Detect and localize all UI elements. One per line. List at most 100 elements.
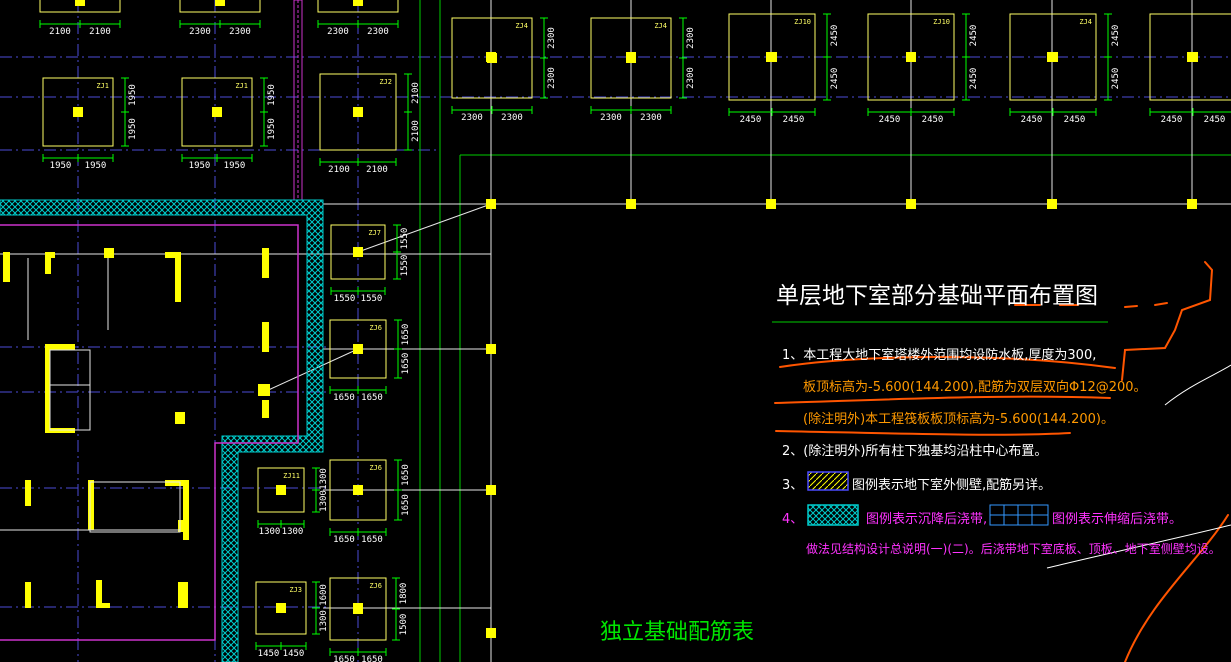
- note-4b: 图例表示伸缩后浇带。: [1052, 512, 1183, 527]
- footing-outline: [1149, 13, 1231, 101]
- grid-column-marker: [486, 628, 496, 638]
- dimension-label: 2450: [740, 115, 762, 125]
- table-title: 独立基础配筋表: [600, 620, 755, 645]
- dimension-label: 1650: [401, 464, 411, 486]
- footing-tag: ZJ6: [369, 324, 382, 332]
- red-markup: [774, 261, 1229, 662]
- dimension-label: 1450: [283, 649, 305, 659]
- dimension-label: 2450: [1111, 25, 1121, 47]
- column-marker: [353, 0, 363, 6]
- dimension-label: 2100: [328, 165, 350, 175]
- dimension-label: 1950: [128, 118, 138, 140]
- dimension-label: 1550: [334, 294, 356, 304]
- dimension-label: 1950: [224, 161, 246, 171]
- dimension-label: 2450: [1204, 115, 1226, 125]
- footing-tag: ZJ3: [289, 586, 302, 594]
- dimension-label: 1550: [361, 294, 383, 304]
- footing-outline: [329, 459, 387, 521]
- dimension-label: 2300: [229, 27, 251, 37]
- dimension-label: 1650: [361, 535, 383, 545]
- dimension-label: 2450: [969, 68, 979, 90]
- basement-wall: [0, 199, 324, 662]
- footing-outline: [590, 17, 672, 99]
- white-markup: [1046, 364, 1231, 569]
- grid-column-marker: [906, 199, 916, 209]
- dimension-label: 1650: [333, 393, 355, 403]
- column-marker: [276, 603, 286, 613]
- note-4c: 做法见结构设计总说明(一)(二)。后浇带地下室底板、顶板、地下室侧壁均设。: [806, 542, 1221, 556]
- dimension-label: 1950: [267, 118, 277, 140]
- dimension-label: 2450: [783, 115, 805, 125]
- grid-column-marker: [906, 52, 916, 62]
- dimension-label: 1650: [401, 324, 411, 346]
- grid-column-marker: [626, 52, 636, 62]
- footing-outline: [1009, 13, 1097, 101]
- interior-lines: [0, 258, 181, 533]
- note-3: 图例表示地下室外侧壁,配筋另详。: [852, 478, 1052, 493]
- grid-column-marker: [1187, 52, 1197, 62]
- column-marker: [73, 107, 83, 117]
- note-4a: 图例表示沉降后浇带,: [866, 512, 988, 527]
- dimension-label: 2100: [49, 27, 71, 37]
- dimension-label: 2300: [461, 113, 483, 123]
- dimension-label: 1300: [282, 527, 304, 537]
- grid-column-marker: [766, 52, 776, 62]
- dimension-label: 2300: [367, 27, 389, 37]
- grid-column-marker: [486, 199, 496, 209]
- dimension-label: 2450: [922, 115, 944, 125]
- dimension-label: 1450: [258, 649, 280, 659]
- dimension-label: 1950: [189, 161, 211, 171]
- grid-column-marker: [353, 247, 363, 257]
- dimension-label: 1600: [319, 584, 329, 606]
- dimension-label: 1650: [401, 494, 411, 516]
- dimension-label: 2300: [686, 27, 696, 49]
- dimension-label: 2450: [879, 115, 901, 125]
- note-1: 1、本工程大地下室塔楼外范围均设防水板,厚度为300,: [782, 348, 1097, 363]
- column-marker: [212, 107, 222, 117]
- footing-tag: ZJ10: [933, 18, 950, 26]
- footing-tag: ZJ4: [1079, 18, 1092, 26]
- dimension-label: 1800: [399, 583, 409, 605]
- dimension-label: 1300: [319, 468, 329, 490]
- footing-outline: [867, 13, 955, 101]
- dimension-label: 2450: [1064, 115, 1086, 125]
- dimension-label: 1300: [259, 527, 281, 537]
- footing-tag: ZJ6: [369, 464, 382, 472]
- column-marker: [75, 0, 85, 6]
- grid-column-marker: [353, 603, 363, 613]
- dimension-label: 1650: [401, 353, 411, 375]
- dimension-label: 2300: [501, 113, 523, 123]
- footing-tag: ZJ6: [369, 582, 382, 590]
- footing-outline: [330, 224, 386, 280]
- note-1b: (除注明外)本工程筏板板顶标高为-5.600(144.200)。: [803, 412, 1114, 427]
- grid-column-marker: [353, 344, 363, 354]
- footing-outline: [728, 13, 816, 101]
- legend-wall-icon: [807, 471, 849, 491]
- dimension-label: 1550: [400, 255, 410, 277]
- dimension-label: 2450: [830, 25, 840, 47]
- footing-tag: ZJ10: [794, 18, 811, 26]
- dimension-label: 2300: [640, 113, 662, 123]
- legend-settlement-strip-icon: [807, 504, 859, 526]
- interior-columns: [3, 248, 270, 608]
- footing-outline: [319, 73, 397, 151]
- drawing-title: 单层地下室部分基础平面布置图: [776, 283, 1098, 309]
- dimension-label: 1950: [85, 161, 107, 171]
- footing-outline: [39, 0, 121, 13]
- footing-outline: [257, 467, 305, 513]
